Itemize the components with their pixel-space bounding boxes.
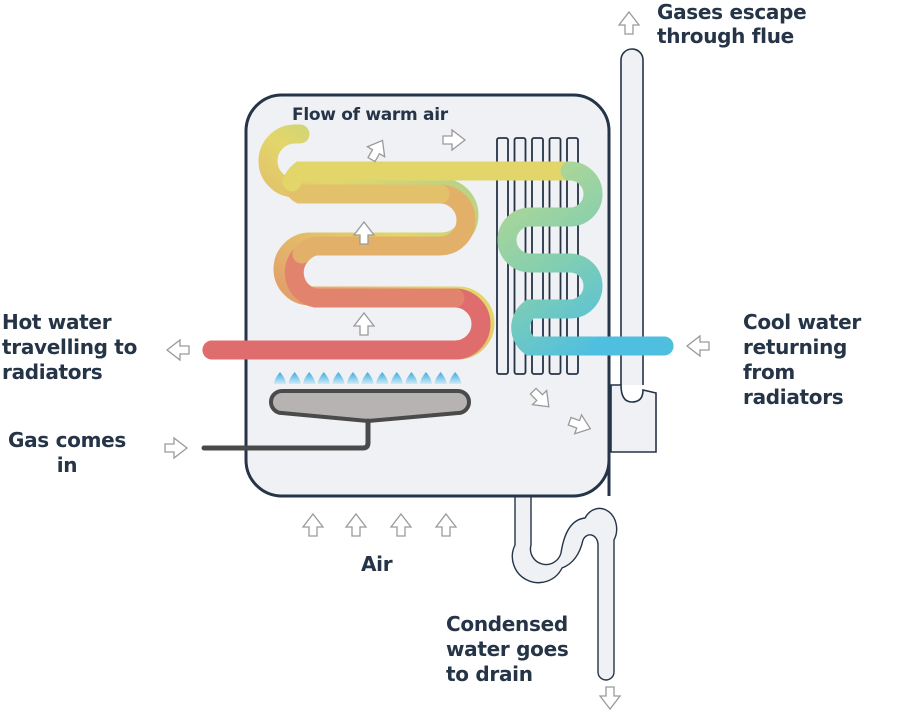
flame-icon: [303, 372, 316, 384]
condensate-arrow-icon: [567, 413, 592, 435]
label-gases-escape: Gases escape through flue: [657, 0, 807, 48]
warm-air-arrow-icon: [352, 311, 376, 336]
gas-pipe: [201, 418, 371, 451]
coil-segments: [202, 161, 580, 360]
flue-exhaust-arrow-icon: [617, 10, 641, 35]
air-inlet-arrow-icon: [301, 512, 325, 537]
gas-in-arrow-icon: [164, 436, 189, 460]
condensate-drain-pipe: [511, 494, 618, 681]
drain-arrow-icon: [598, 686, 622, 711]
flow-arrows: [164, 10, 710, 711]
label-condensed-water: Condensed water goes to drain: [446, 612, 569, 686]
flue-base: [610, 384, 657, 453]
flue-pipe: [620, 48, 644, 385]
label-air: Air: [361, 552, 393, 576]
flame-icon: [376, 372, 389, 384]
flame-icon: [288, 372, 301, 384]
flame-icon: [405, 372, 418, 384]
label-flow-of-warm-air: Flow of warm air: [292, 105, 448, 125]
warm-air-arrow-icon: [365, 139, 386, 163]
flame-icon: [332, 372, 345, 384]
air-inlet-arrow-icon: [344, 512, 368, 537]
flame-icon: [420, 372, 432, 384]
cool-water-in-arrow-icon: [685, 334, 710, 358]
warm-air-arrow-icon: [442, 128, 467, 152]
flame-icon: [434, 372, 447, 384]
hot-water-out-arrow-icon: [165, 338, 190, 362]
flame-icon: [449, 372, 462, 384]
warm-air-arrow-icon: [352, 220, 376, 245]
label-cool-water: Cool water returning from radiators: [743, 310, 861, 409]
air-inlet-arrow-icon: [434, 512, 458, 537]
cool-water-coil: [497, 161, 674, 356]
air-inlet-arrow-icon: [389, 512, 413, 537]
flame-icon: [274, 372, 286, 384]
flame-icon: [361, 372, 374, 384]
flame-icon: [317, 372, 330, 384]
burner: [269, 389, 471, 423]
flame-icon: [390, 372, 403, 384]
condensate-arrow-icon: [529, 387, 550, 408]
flame-icon: [347, 372, 359, 384]
label-hot-water: Hot water travelling to radiators: [2, 310, 138, 384]
label-gas-comes-in: Gas comes in: [8, 428, 126, 477]
burner-flames: [274, 372, 462, 384]
